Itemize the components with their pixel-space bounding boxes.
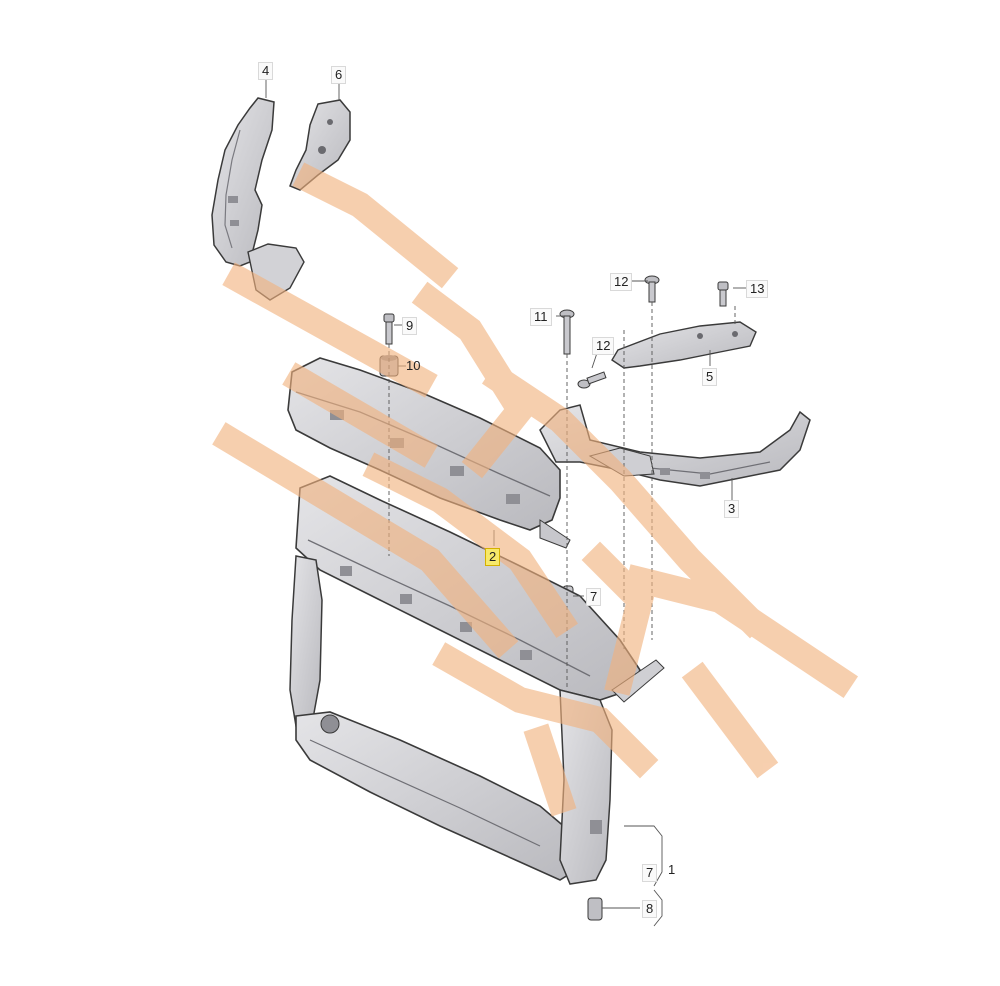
callout-8: 8 — [642, 900, 658, 918]
callout-1: 1 — [668, 862, 676, 877]
callout-11: 11 — [530, 308, 552, 326]
callout-5: 5 — [702, 368, 718, 386]
callout-12-top: 12 — [610, 273, 633, 291]
bolt-9-icon — [383, 313, 395, 345]
callout-7-group: 7 — [642, 864, 658, 882]
bolt-12b-icon — [577, 371, 607, 389]
callout-9: 9 — [402, 317, 418, 335]
part-4-left-bracket — [211, 97, 305, 301]
callout-6: 6 — [331, 66, 347, 84]
bolt-12a-icon — [644, 275, 660, 303]
callout-2-highlighted[interactable]: 2 — [485, 548, 501, 566]
callout-7-pin: 7 — [586, 588, 602, 606]
callout-4: 4 — [258, 62, 274, 80]
callout-3: 3 — [724, 500, 740, 518]
callout-10: 10 — [406, 358, 421, 373]
watermark-logo — [212, 162, 859, 817]
callout-12-side: 12 — [592, 337, 615, 355]
bolt-11-icon — [559, 309, 575, 355]
callout-13: 13 — [746, 280, 769, 298]
nut-8-icon — [587, 897, 603, 921]
bolt-13-icon — [717, 281, 729, 307]
part-5-bracket — [611, 321, 757, 369]
